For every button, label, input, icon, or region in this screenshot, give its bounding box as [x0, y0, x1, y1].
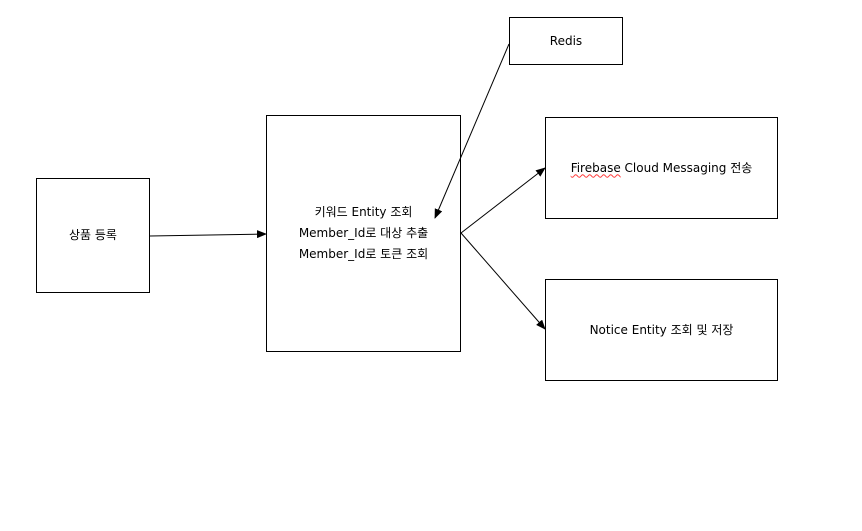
node-redis: Redis: [509, 17, 623, 65]
arrow-keyword-to-fcm: [460, 167, 546, 234]
node-redis-label: Redis: [549, 33, 583, 48]
node-notice-label: Notice Entity 조회 및 저장: [589, 322, 734, 337]
node-keyword-line-3: Member_Id로 토큰 조회: [298, 247, 429, 261]
node-fcm-label-firebase: Firebase: [570, 160, 621, 175]
arrow-keyword-to-notice: [460, 232, 546, 330]
node-keyword-processing: 키워드 Entity 조회 Member_Id로 대상 추출 Member_Id…: [266, 115, 461, 352]
node-product-registration-label: 상품 등록: [69, 228, 117, 242]
node-keyword-line-2: Member_Id로 대상 추출: [298, 226, 429, 240]
node-keyword-line-1: 키워드 Entity 조회: [314, 205, 413, 219]
node-fcm-send: Firebase Cloud Messaging 전송: [545, 117, 778, 219]
node-fcm-label-rest: Cloud Messaging 전송: [620, 160, 753, 175]
arrow-register-to-keyword: [149, 230, 267, 239]
node-product-registration: 상품 등록: [36, 178, 150, 293]
node-notice-save: Notice Entity 조회 및 저장: [545, 279, 778, 381]
node-fcm-label: Firebase Cloud Messaging 전송: [571, 158, 753, 179]
